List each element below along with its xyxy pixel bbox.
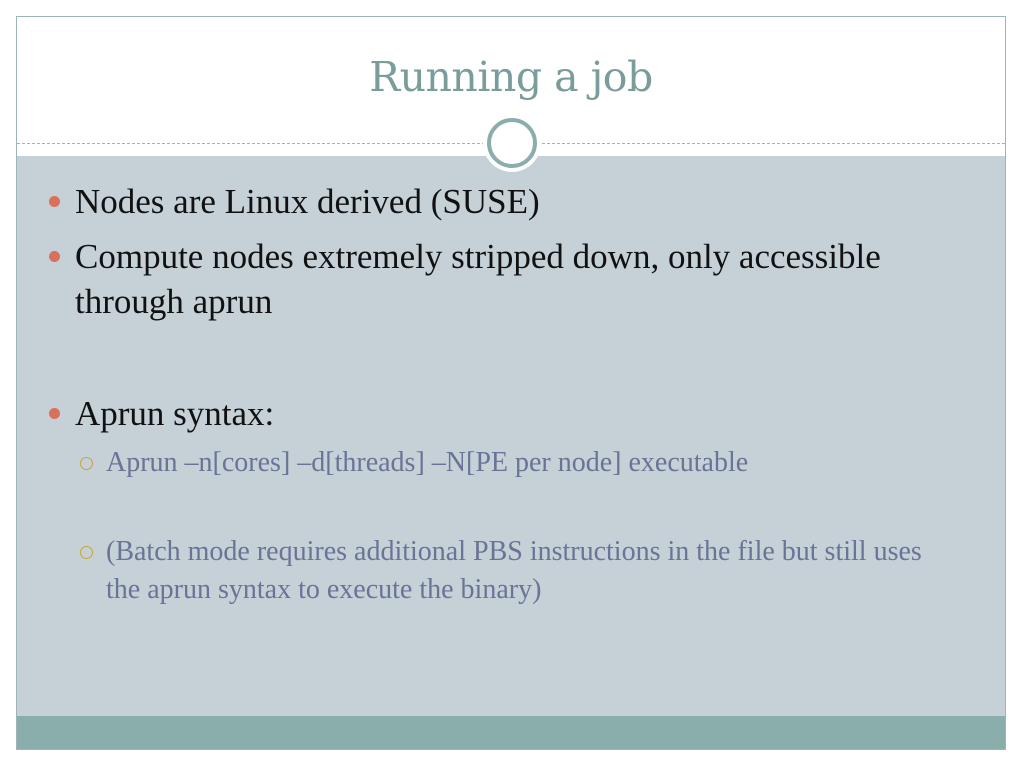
sub-bullet-text: (Batch mode requires additional PBS inst…: [106, 536, 922, 605]
footer-bar: [17, 716, 1005, 749]
sub-bullet-text: Aprun –n[cores] –d[threads] –N[PE per no…: [106, 447, 749, 478]
bullet-text: Nodes are Linux derived (SUSE): [75, 182, 540, 221]
bullet-item: Nodes are Linux derived (SUSE): [49, 179, 955, 224]
bullet-text: Aprun syntax:: [75, 394, 275, 433]
bullet-item: Compute nodes extremely stripped down, o…: [49, 234, 955, 324]
bullet-dot-icon: [49, 196, 60, 207]
bullet-text: Compute nodes extremely stripped down, o…: [75, 237, 881, 321]
bullet-list: Nodes are Linux derived (SUSE) Compute n…: [17, 17, 1005, 749]
sub-bullet-item: Aprun –n[cores] –d[threads] –N[PE per no…: [80, 444, 946, 482]
bullet-dot-icon: [49, 408, 60, 419]
sub-bullet-item: (Batch mode requires additional PBS inst…: [80, 533, 946, 609]
bullet-ring-icon: [80, 457, 93, 470]
circle-ornament-icon: [487, 118, 537, 168]
content-background: [17, 156, 1005, 717]
bullet-ring-icon: [80, 546, 93, 559]
bullet-item: Aprun syntax:: [49, 391, 955, 436]
slide-title: Running a job: [369, 53, 653, 101]
bullet-dot-icon: [49, 251, 60, 262]
slide: Running a job Nodes are Linux derived (S…: [16, 16, 1006, 750]
